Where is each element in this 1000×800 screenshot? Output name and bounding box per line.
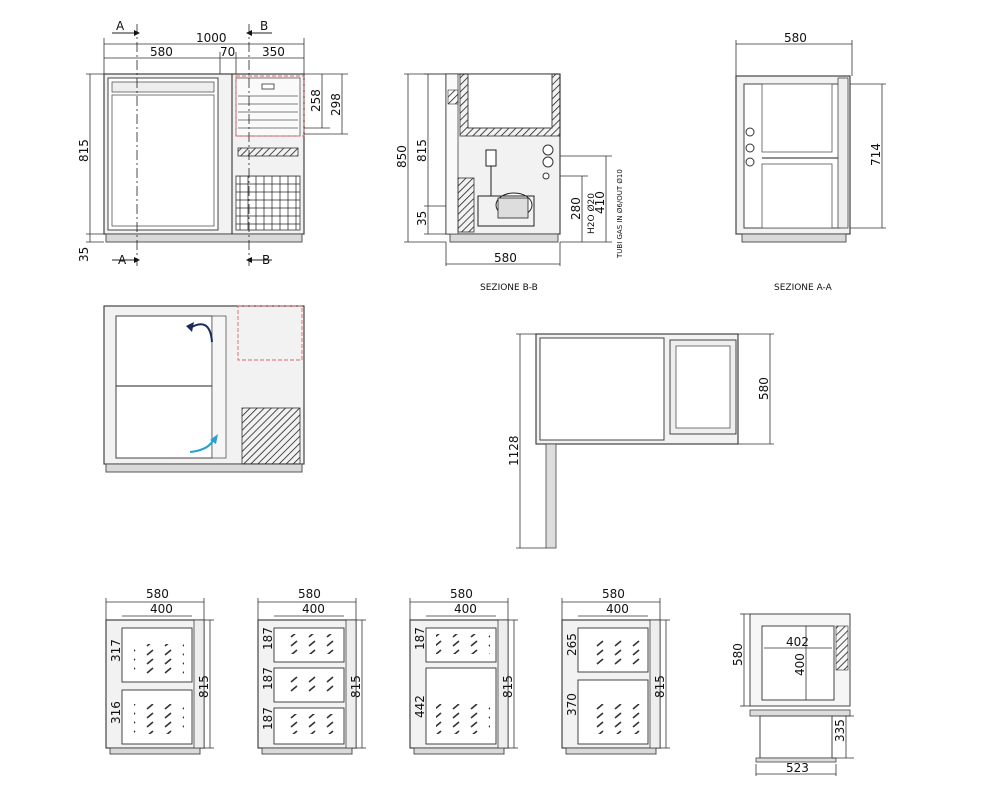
config-2-label-2: 187 (261, 667, 275, 690)
config-3: 580 400 187 442 815 (409, 587, 518, 755)
dim-height-35: 35 (77, 247, 91, 262)
config-1-label-1: 317 (109, 639, 123, 662)
detail-dim-523: 523 (786, 761, 809, 775)
config-2-w-inner: 400 (302, 602, 325, 616)
config-2: 580 400 187 187 187 815 (257, 587, 366, 755)
dim-height-815: 815 (77, 139, 91, 162)
dim-height-258: 258 (309, 89, 323, 112)
section-mark-b-top: B (260, 19, 268, 33)
bb-dim-850: 850 (395, 145, 409, 168)
config-2-label-3: 187 (261, 707, 275, 730)
config-3-label-2: 442 (413, 695, 427, 718)
bb-label-gas: TUBI GAS IN Ø6/OUT Ø10 (616, 169, 624, 259)
section-mark-a-top: A (116, 19, 125, 33)
bb-dim-410: 410 (593, 191, 607, 214)
config-3-w-inner: 400 (454, 602, 477, 616)
detail-dim-402: 402 (786, 635, 809, 649)
config-2-h: 815 (349, 675, 363, 698)
front-view: 1000 580 70 350 A B A B (77, 19, 348, 267)
bb-dim-280: 280 (569, 197, 583, 220)
bb-dim-35: 35 (415, 211, 429, 226)
config-3-w-outer: 580 (450, 587, 473, 601)
dim-width-total: 1000 (196, 31, 227, 45)
config-1-w-inner: 400 (150, 602, 173, 616)
config-4-w-inner: 400 (606, 602, 629, 616)
detail-dim-400: 400 (793, 653, 807, 676)
detail-dim-580: 580 (731, 643, 745, 666)
bb-label-h2o: H2O Ø20 (586, 193, 597, 234)
top-dim-580: 580 (757, 377, 771, 400)
section-aa: 580 714 SEZIONE A-A (735, 31, 886, 293)
config-4-w-outer: 580 (602, 587, 625, 601)
dim-width-left: 580 (150, 45, 173, 59)
dim-width-mid: 70 (220, 45, 235, 59)
config-4-label-2: 370 (565, 693, 579, 716)
top-view: 1128 580 (507, 333, 774, 549)
config-1: 580 400 317 316 815 (105, 587, 214, 755)
config-1-h: 815 (197, 675, 211, 698)
config-2-w-outer: 580 (298, 587, 321, 601)
config-2-label-1: 187 (261, 627, 275, 650)
dim-width-right: 350 (262, 45, 285, 59)
config-4-label-1: 265 (565, 633, 579, 656)
section-bb: 850 815 35 280 H2O Ø20 410 TUBI GAS IN Ø… (395, 73, 624, 293)
config-1-label-2: 316 (109, 701, 123, 724)
config-4-h: 815 (653, 675, 667, 698)
dim-height-298: 298 (329, 93, 343, 116)
bb-dim-580: 580 (494, 251, 517, 265)
bb-dim-815: 815 (415, 139, 429, 162)
plan-view (103, 305, 305, 473)
config-3-label-1: 187 (413, 627, 427, 650)
aa-dim-580: 580 (784, 31, 807, 45)
detail-view: 580 402 400 335 523 (731, 613, 854, 776)
aa-dim-714: 714 (869, 143, 883, 166)
detail-dim-335: 335 (833, 719, 847, 742)
bb-title: SEZIONE B-B (480, 283, 538, 293)
top-dim-1128: 1128 (507, 435, 521, 466)
config-4: 580 400 265 370 815 (561, 587, 670, 755)
aa-title: SEZIONE A-A (774, 283, 833, 293)
config-1-w-outer: 580 (146, 587, 169, 601)
config-3-h: 815 (501, 675, 515, 698)
